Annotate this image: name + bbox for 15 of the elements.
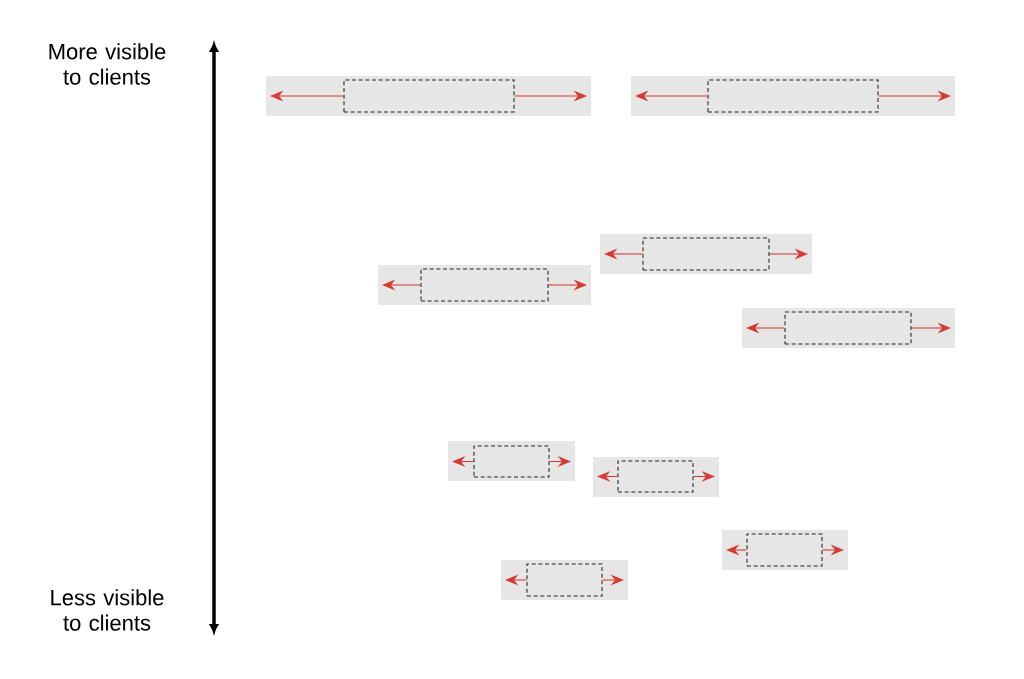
dashed-box: [343, 79, 515, 113]
arrow: [693, 471, 715, 482]
dashed-box: [617, 460, 694, 493]
dashed-box: [707, 79, 879, 113]
arrow: [597, 471, 618, 482]
arrow: [452, 456, 474, 467]
arrow: [549, 456, 571, 467]
axis-label: Less visible to clients: [51, 589, 164, 631]
dashed-box: [784, 311, 912, 345]
dashed-box: [526, 563, 603, 597]
dashed-box: [746, 533, 823, 567]
dashed-box: [420, 268, 549, 302]
axis-label: More visible to clients: [49, 43, 166, 85]
dashed-box: [473, 445, 550, 478]
dashed-box: [642, 237, 770, 271]
